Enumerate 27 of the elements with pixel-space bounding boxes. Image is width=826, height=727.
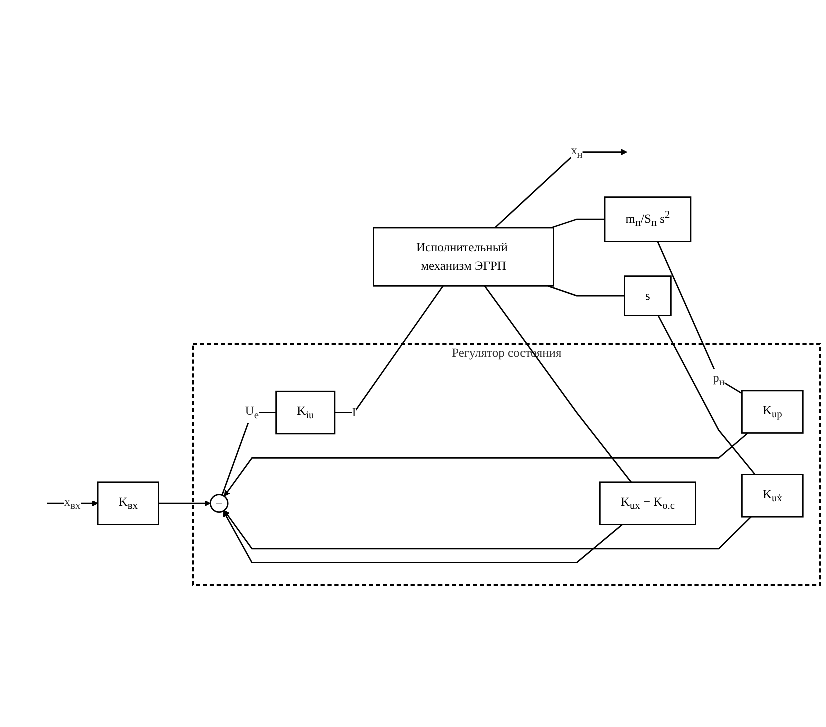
connector <box>551 218 605 229</box>
node-box <box>373 227 554 287</box>
node-box <box>604 196 692 242</box>
connector <box>657 241 743 394</box>
node-box <box>742 390 804 434</box>
connector <box>334 286 444 414</box>
edge-label: x$_{н}$ <box>571 144 583 161</box>
connector <box>548 286 625 297</box>
connector <box>484 286 632 483</box>
node-box <box>624 276 672 316</box>
arrow <box>224 432 748 497</box>
connector <box>658 315 756 476</box>
edge-label: U$_{e}$ <box>245 404 259 422</box>
node-box <box>97 482 160 526</box>
arrow <box>494 149 628 228</box>
arrow <box>47 500 98 507</box>
connector <box>222 412 276 496</box>
arrow <box>223 510 624 564</box>
node-box <box>599 482 696 526</box>
edge-label: p$_{н}$ <box>713 371 725 388</box>
edge-label: x$_{вх}$ <box>64 494 81 512</box>
arrow <box>158 500 211 507</box>
node-box <box>276 390 336 435</box>
node-circle <box>210 494 229 513</box>
arrow <box>224 510 752 550</box>
node-box <box>742 474 804 518</box>
edge-label: I <box>352 405 356 420</box>
